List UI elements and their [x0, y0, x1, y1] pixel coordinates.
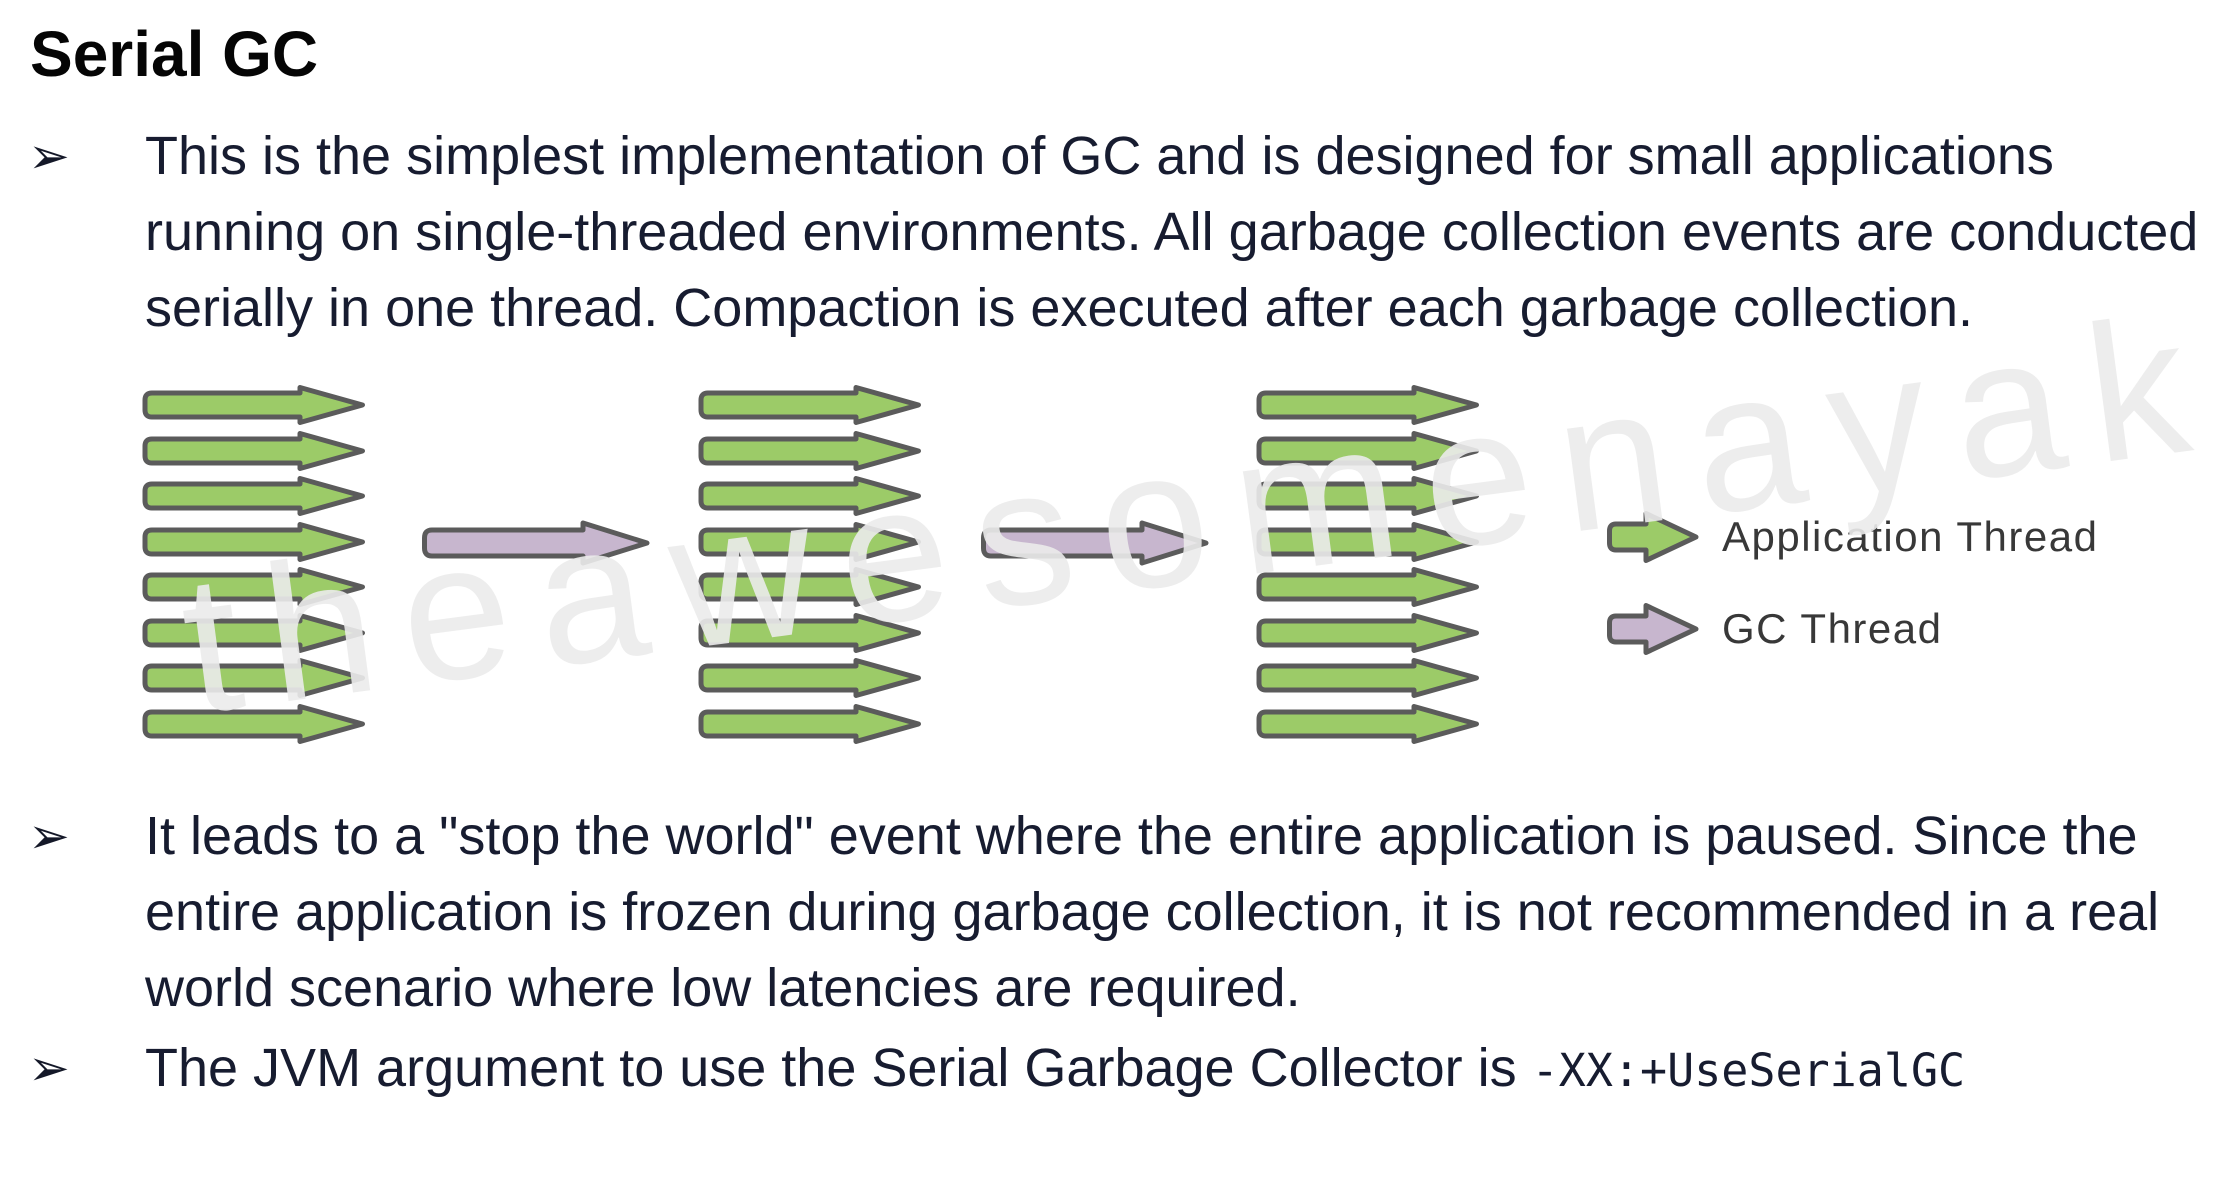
- legend-application-thread-label: Application Thread: [1722, 513, 2099, 560]
- bullet-2-line-3: world scenario where low latencies are r…: [145, 958, 1301, 1018]
- bullet-2-line-1: It leads to a "stop the world" event whe…: [145, 806, 2138, 866]
- application-thread-arrow-icon: [141, 385, 367, 425]
- jvm-argument-text: The JVM argument to use the Serial Garba…: [145, 1038, 1532, 1098]
- application-thread-arrow-icon: [141, 476, 367, 516]
- application-thread-arrow-icon: [1255, 522, 1481, 562]
- bullet-1-line-2: running on single-threaded environments.…: [145, 202, 2199, 262]
- bullet-arrow-icon: ➢: [28, 128, 70, 184]
- legend-application-thread-icon: [1605, 507, 1702, 567]
- application-thread-arrow-icon: [141, 613, 367, 653]
- application-thread-arrow-icon: [141, 658, 367, 698]
- app-thread-group: [141, 385, 367, 744]
- application-thread-arrow-icon: [141, 431, 367, 471]
- bullet-item-3: ➢ The JVM argument to use the Serial Gar…: [28, 1030, 1965, 1109]
- legend-gc-thread-label: GC Thread: [1722, 605, 1943, 652]
- application-thread-arrow-icon: [697, 522, 923, 562]
- application-thread-arrow-icon: [697, 476, 923, 516]
- application-thread-arrow-icon: [697, 385, 923, 425]
- application-thread-arrow-icon: [697, 704, 923, 744]
- application-thread-arrow-icon: [697, 431, 923, 471]
- app-thread-group: [1255, 385, 1481, 744]
- page-title: Serial GC: [30, 18, 319, 90]
- bullet-3-text: The JVM argument to use the Serial Garba…: [145, 1030, 1965, 1109]
- application-thread-arrow-icon: [697, 567, 923, 607]
- bullet-2-line-2: entire application is frozen during garb…: [145, 882, 2160, 942]
- application-thread-arrow-icon: [141, 522, 367, 562]
- gc-thread-arrow-icon: [420, 519, 652, 567]
- bullet-3-line-1: The JVM argument to use the Serial Garba…: [145, 1030, 1965, 1109]
- application-thread-arrow-icon: [1255, 476, 1481, 516]
- application-thread-arrow-icon: [141, 567, 367, 607]
- application-thread-arrow-icon: [1255, 658, 1481, 698]
- application-thread-arrow-icon: [697, 613, 923, 653]
- application-thread-arrow-icon: [1255, 613, 1481, 653]
- bullet-2-text: It leads to a "stop the world" event whe…: [145, 798, 2159, 1026]
- bullet-arrow-icon: ➢: [28, 808, 70, 864]
- application-thread-arrow-icon: [1255, 431, 1481, 471]
- bullet-arrow-icon: ➢: [28, 1040, 70, 1096]
- application-thread-arrow-icon: [697, 658, 923, 698]
- bullet-item-2: ➢ It leads to a "stop the world" event w…: [28, 798, 2159, 1026]
- application-thread-arrow-icon: [141, 704, 367, 744]
- application-thread-arrow-icon: [1255, 385, 1481, 425]
- app-thread-group: [697, 385, 923, 744]
- bullet-1-line-1: This is the simplest implementation of G…: [145, 126, 2054, 186]
- bullet-1-text: This is the simplest implementation of G…: [145, 118, 2198, 346]
- bullet-item-1: ➢ This is the simplest implementation of…: [28, 118, 2198, 346]
- application-thread-arrow-icon: [1255, 567, 1481, 607]
- jvm-argument-code: -XX:+UseSerialGC: [1531, 1044, 1966, 1097]
- bullet-1-line-3: serially in one thread. Compaction is ex…: [145, 278, 1974, 338]
- application-thread-arrow-icon: [1255, 704, 1481, 744]
- legend-gc-thread-icon: [1605, 599, 1702, 659]
- gc-thread-arrow-icon: [979, 519, 1211, 567]
